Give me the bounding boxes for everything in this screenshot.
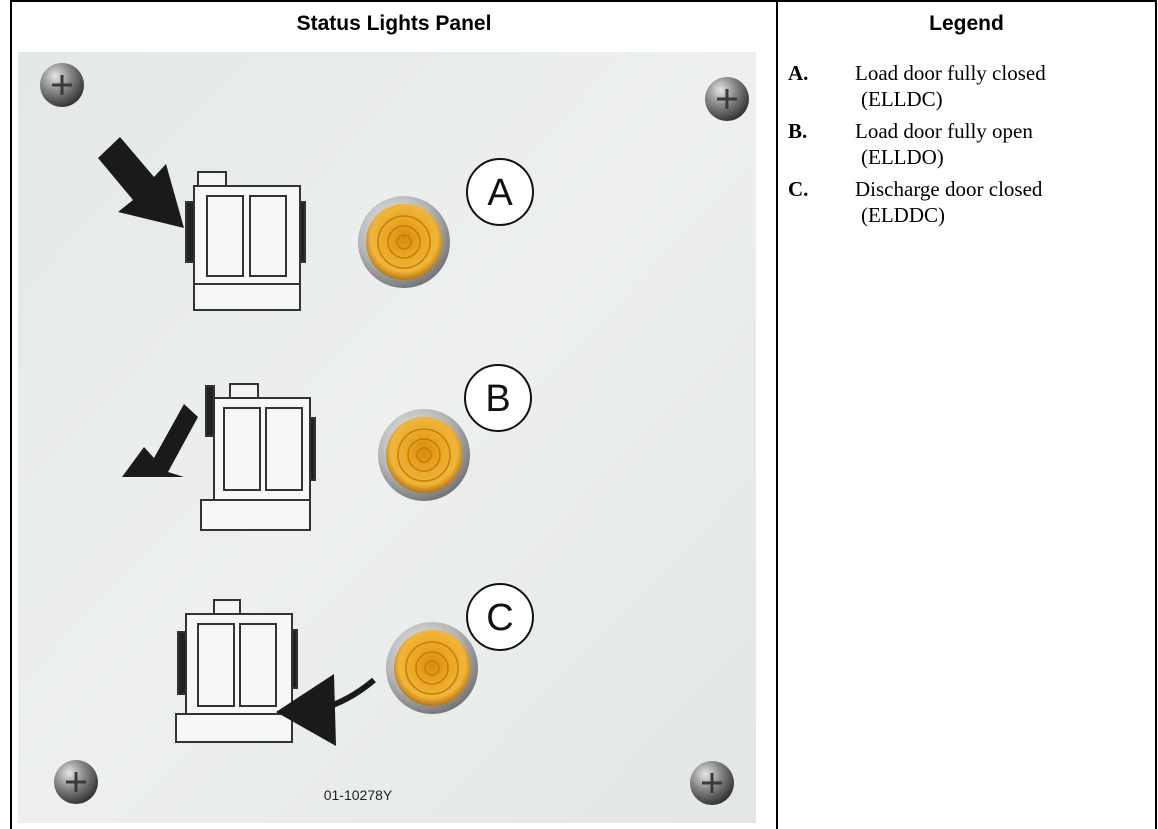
legend-item-text: Discharge door closed <box>855 177 1043 201</box>
screw-icon <box>40 63 84 107</box>
table-right-border <box>1155 0 1157 829</box>
screw-icon <box>705 77 749 121</box>
legend-item-code: (ELLDO) <box>861 145 944 169</box>
indicator-light-b <box>378 409 470 501</box>
table-column-divider <box>776 0 778 829</box>
screw-icon <box>690 761 734 805</box>
callout-c: C <box>466 583 534 651</box>
machine-door-open-icon <box>200 383 316 531</box>
legend-list: A. Load door fully closed (ELLDC) B. Loa… <box>788 60 1148 228</box>
legend-item-text: Load door fully closed <box>855 61 1046 85</box>
legend-item-code: (ELLDC) <box>861 87 943 111</box>
callout-c-letter: C <box>486 597 513 639</box>
legend-item-label: B. <box>788 119 808 143</box>
indicator-light-c <box>386 622 478 714</box>
callout-b: B <box>464 364 532 432</box>
legend-item-label: A. <box>788 61 809 85</box>
arrow-icon <box>276 674 376 746</box>
legend-item-label: C. <box>788 177 809 201</box>
part-number: 01-10278Y <box>324 787 393 803</box>
callout-b-letter: B <box>485 378 510 420</box>
legend-item-code: (ELDDC) <box>861 203 945 227</box>
arrow-icon <box>98 137 184 228</box>
arrow-icon <box>122 404 198 477</box>
screw-icon <box>54 760 98 804</box>
status-lights-panel-image: A B <box>18 52 756 823</box>
legend-item-c: C. Discharge door closed (ELDDC) <box>788 176 1148 228</box>
table-top-border <box>10 0 1157 2</box>
machine-door-closed-icon <box>185 171 306 311</box>
callout-a: A <box>466 158 534 226</box>
table-left-border <box>10 0 12 829</box>
status-lights-panel-header: Status Lights Panel <box>296 12 492 35</box>
legend-header: Legend <box>929 12 1004 35</box>
callout-a-letter: A <box>487 172 513 214</box>
legend-item-a: A. Load door fully closed (ELLDC) <box>788 60 1148 112</box>
legend-item-b: B. Load door fully open (ELLDO) <box>788 118 1148 170</box>
legend-item-text: Load door fully open <box>855 119 1033 143</box>
indicator-light-a <box>358 196 450 288</box>
machine-discharge-door-closed-icon <box>175 599 298 743</box>
